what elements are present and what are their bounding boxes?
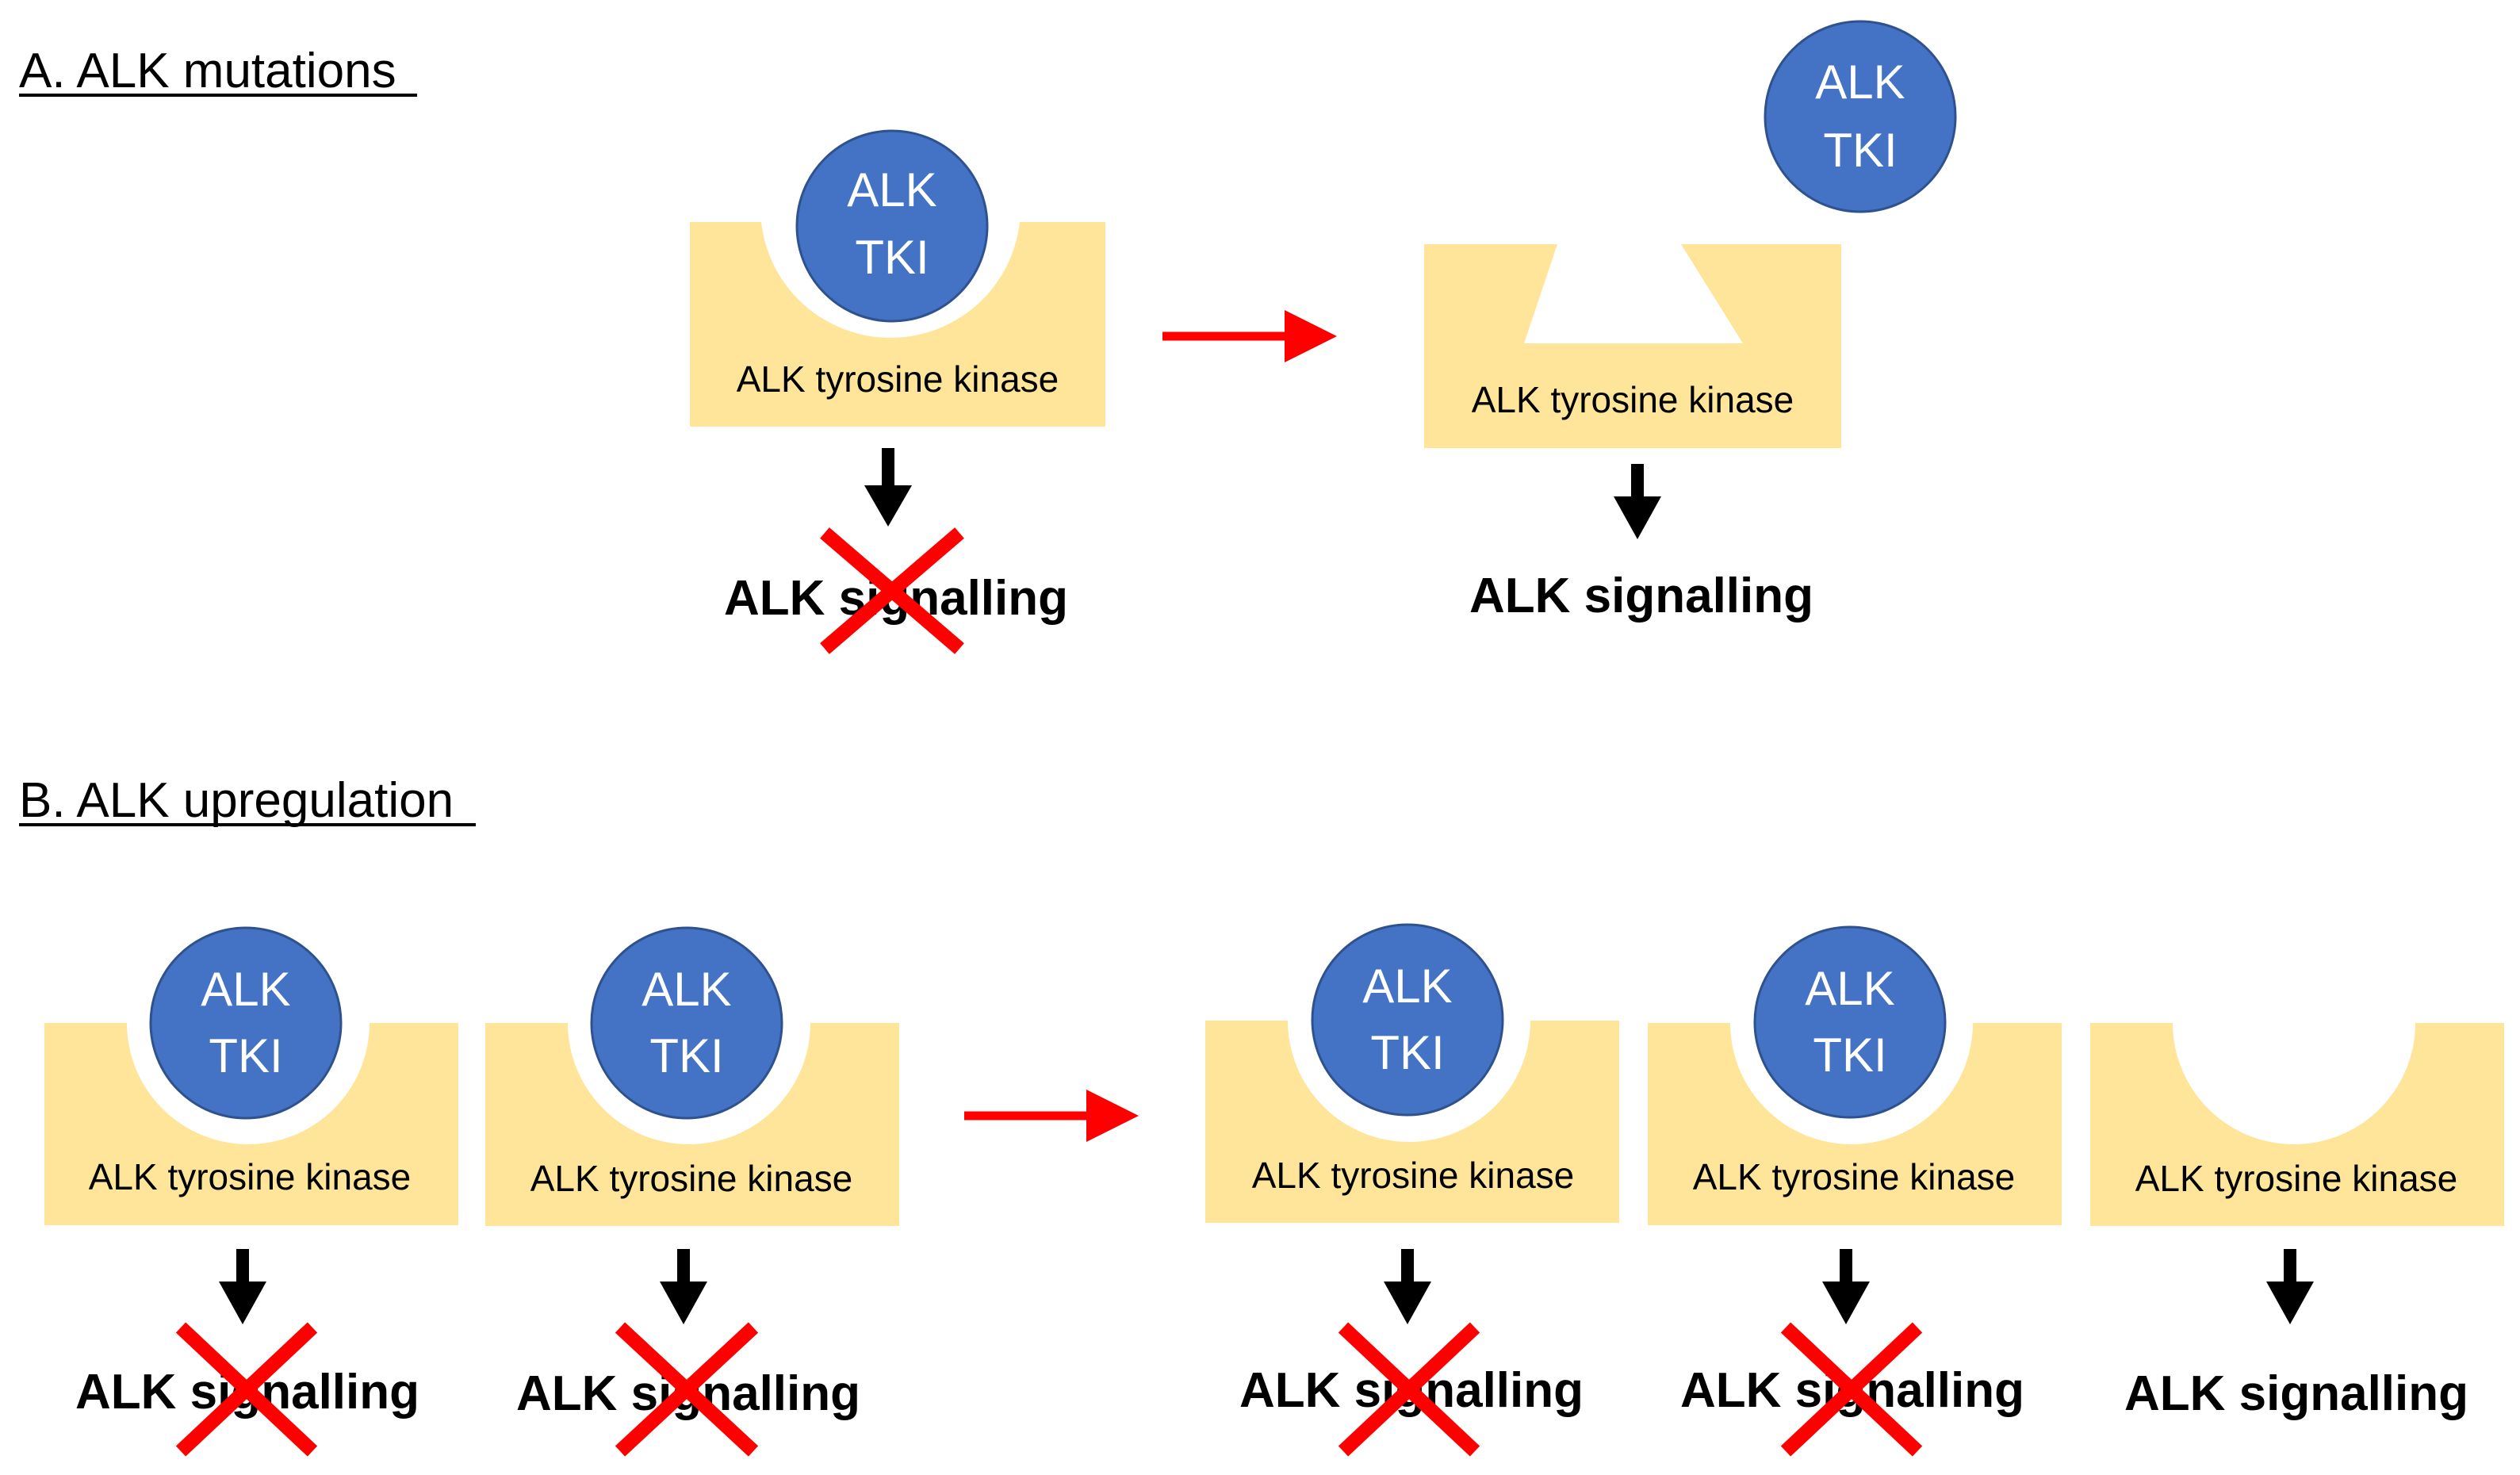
section-a-title: A. ALK mutations	[19, 44, 396, 98]
tki-label-line1: ALK	[1362, 960, 1452, 1013]
kinase-block	[44, 1023, 458, 1225]
tki-label-line2: TKI	[649, 1029, 723, 1082]
tki-molecule	[1311, 923, 1504, 1117]
signal-arrow	[1822, 1249, 1870, 1324]
kinase-block	[1205, 1021, 1619, 1223]
kinase-unit-b-after-1: ALK TKI ALK tyrosine kinase ALK signalli…	[1205, 923, 1619, 1457]
kinase-block	[1648, 1023, 2062, 1225]
kinase-block-mutated	[1424, 244, 1841, 448]
kinase-label: ALK tyrosine kinase	[530, 1158, 853, 1199]
kinase-unit-a-after: ALK tyrosine kinase ALK TKI ALK signalli…	[1424, 20, 1957, 623]
tki-label-line2: TKI	[209, 1029, 282, 1082]
signal-arrow	[864, 448, 912, 527]
tki-label-line2: TKI	[1370, 1026, 1444, 1079]
tki-molecule	[149, 926, 343, 1120]
tki-molecule-free	[1764, 20, 1957, 213]
signalling-label: ALK signalling	[1469, 569, 1813, 623]
blocked-cross-icon	[820, 527, 964, 654]
kinase-label: ALK tyrosine kinase	[1693, 1156, 2016, 1197]
signal-arrow	[1384, 1249, 1431, 1324]
signal-arrow	[2266, 1249, 2314, 1324]
kinase-block	[690, 222, 1105, 427]
kinase-unit-a-before: ALK TKI ALK tyrosine kinase ALK signalli…	[690, 129, 1105, 654]
tki-label-line1: ALK	[641, 963, 731, 1016]
tki-label-line1: ALK	[1805, 962, 1894, 1015]
kinase-unit-b-after-3: ALK tyrosine kinase ALK signalling	[2090, 1023, 2504, 1421]
signal-arrow	[660, 1249, 707, 1324]
tki-label-line2: TKI	[1813, 1029, 1886, 1082]
tki-label-line2: TKI	[855, 231, 929, 284]
section-a: A. ALK mutations ALK TKI ALK tyrosine ki…	[19, 20, 1957, 654]
signal-arrow	[219, 1249, 266, 1324]
kinase-label: ALK tyrosine kinase	[737, 358, 1059, 400]
kinase-label: ALK tyrosine kinase	[2135, 1158, 2458, 1199]
kinase-unit-b-after-2: ALK TKI ALK tyrosine kinase ALK signalli…	[1648, 925, 2062, 1457]
tki-label-line2: TKI	[1823, 124, 1897, 177]
kinase-unit-b-before-2: ALK TKI ALK tyrosine kinase ALK signalli…	[485, 926, 899, 1457]
kinase-block	[485, 1023, 899, 1226]
blocked-cross-icon	[1338, 1322, 1480, 1457]
tki-label-line1: ALK	[1815, 56, 1905, 109]
blocked-cross-icon	[1780, 1322, 1923, 1457]
tki-label-line1: ALK	[847, 163, 936, 216]
kinase-block-empty-pocket	[2090, 1023, 2504, 1226]
tki-molecule	[1753, 925, 1947, 1119]
tki-molecule	[795, 129, 989, 323]
section-b-title: B. ALK upregulation	[19, 773, 454, 828]
signalling-label: ALK signalling	[2124, 1366, 2468, 1421]
kinase-label: ALK tyrosine kinase	[1252, 1155, 1575, 1196]
kinase-unit-b-before-1: ALK TKI ALK tyrosine kinase ALK signalli…	[44, 926, 458, 1457]
section-b: B. ALK upregulation ALK TKI ALK tyrosine…	[19, 773, 2504, 1457]
kinase-label: ALK tyrosine kinase	[89, 1156, 412, 1197]
blocked-cross-icon	[175, 1322, 318, 1457]
tki-label-line1: ALK	[201, 963, 290, 1016]
blocked-cross-icon	[615, 1322, 759, 1457]
tki-molecule	[590, 926, 783, 1120]
kinase-label: ALK tyrosine kinase	[1472, 379, 1794, 420]
signal-arrow	[1614, 464, 1661, 539]
